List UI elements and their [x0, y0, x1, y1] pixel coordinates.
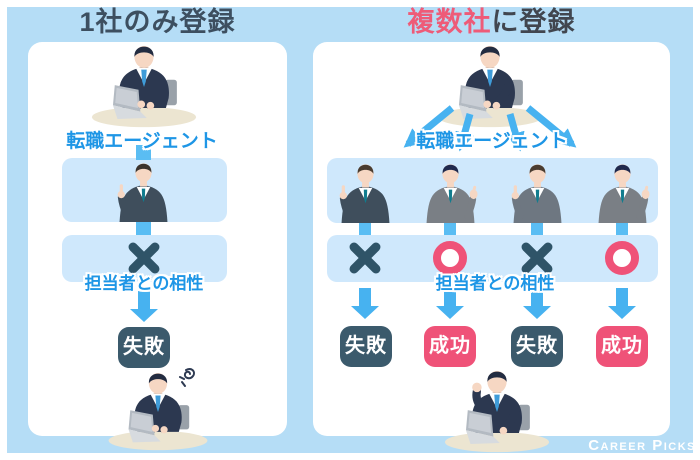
left-result-badge: 失敗: [118, 327, 170, 368]
frustration-swirl-icon: [179, 368, 196, 387]
right-consultants-box: [327, 158, 658, 223]
result-badge: 失敗: [511, 326, 563, 367]
down-arrow: [351, 288, 379, 319]
connector: [616, 223, 628, 235]
consultant-illustration: [105, 162, 182, 222]
fan-arrows: [403, 105, 577, 152]
agent-at-desk-illustration: [89, 45, 199, 129]
left-compatibility-label: 担当者との相性: [84, 274, 204, 293]
watermark: Career Picks: [588, 437, 696, 454]
happy-person-at-desk-illustration: [442, 370, 552, 454]
right-panel-title: 複数社に登録: [313, 5, 670, 39]
connector: [531, 223, 543, 235]
connector: [444, 223, 456, 235]
down-arrow: [608, 288, 636, 319]
connector: [136, 222, 151, 235]
result-badge: 成功: [596, 326, 648, 367]
result-badge: 失敗: [340, 326, 392, 367]
connector: [136, 145, 151, 160]
right-panel-title-rest: に登録: [491, 7, 576, 37]
result-badge: 成功: [424, 326, 476, 367]
consultant-illustration: [327, 163, 404, 223]
consultant-illustration: [499, 163, 576, 223]
connector: [359, 223, 371, 235]
down-arrow: [436, 288, 464, 319]
right-compatibility-label: 担当者との相性: [435, 274, 555, 293]
compatibility-mark-icon: [605, 241, 639, 275]
left-agent-label: 転職エージェント: [66, 131, 218, 152]
down-arrow: [523, 288, 551, 319]
left-consultant-box: [62, 158, 227, 222]
right-agent-label: 転職エージェント: [416, 131, 568, 152]
right-panel-title-highlight: 複数社: [407, 7, 492, 37]
compatibility-mark-icon: [433, 241, 467, 275]
compatibility-mark-icon: [347, 240, 383, 276]
consultant-illustration: [584, 163, 658, 223]
consultant-illustration: [412, 163, 489, 223]
down-arrow: [130, 291, 158, 322]
left-panel-title: 1社のみ登録: [79, 7, 236, 37]
